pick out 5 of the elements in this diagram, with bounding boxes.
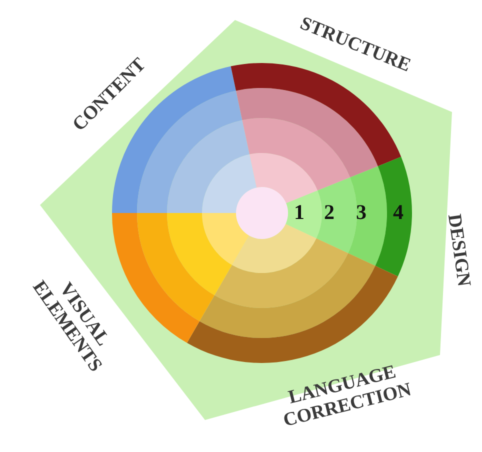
ring-number: 4 — [393, 200, 404, 225]
ring-number: 3 — [356, 200, 366, 225]
category-label: DESIGN — [442, 212, 476, 290]
ring-number: 2 — [324, 200, 334, 225]
ring-number: 1 — [294, 200, 304, 225]
